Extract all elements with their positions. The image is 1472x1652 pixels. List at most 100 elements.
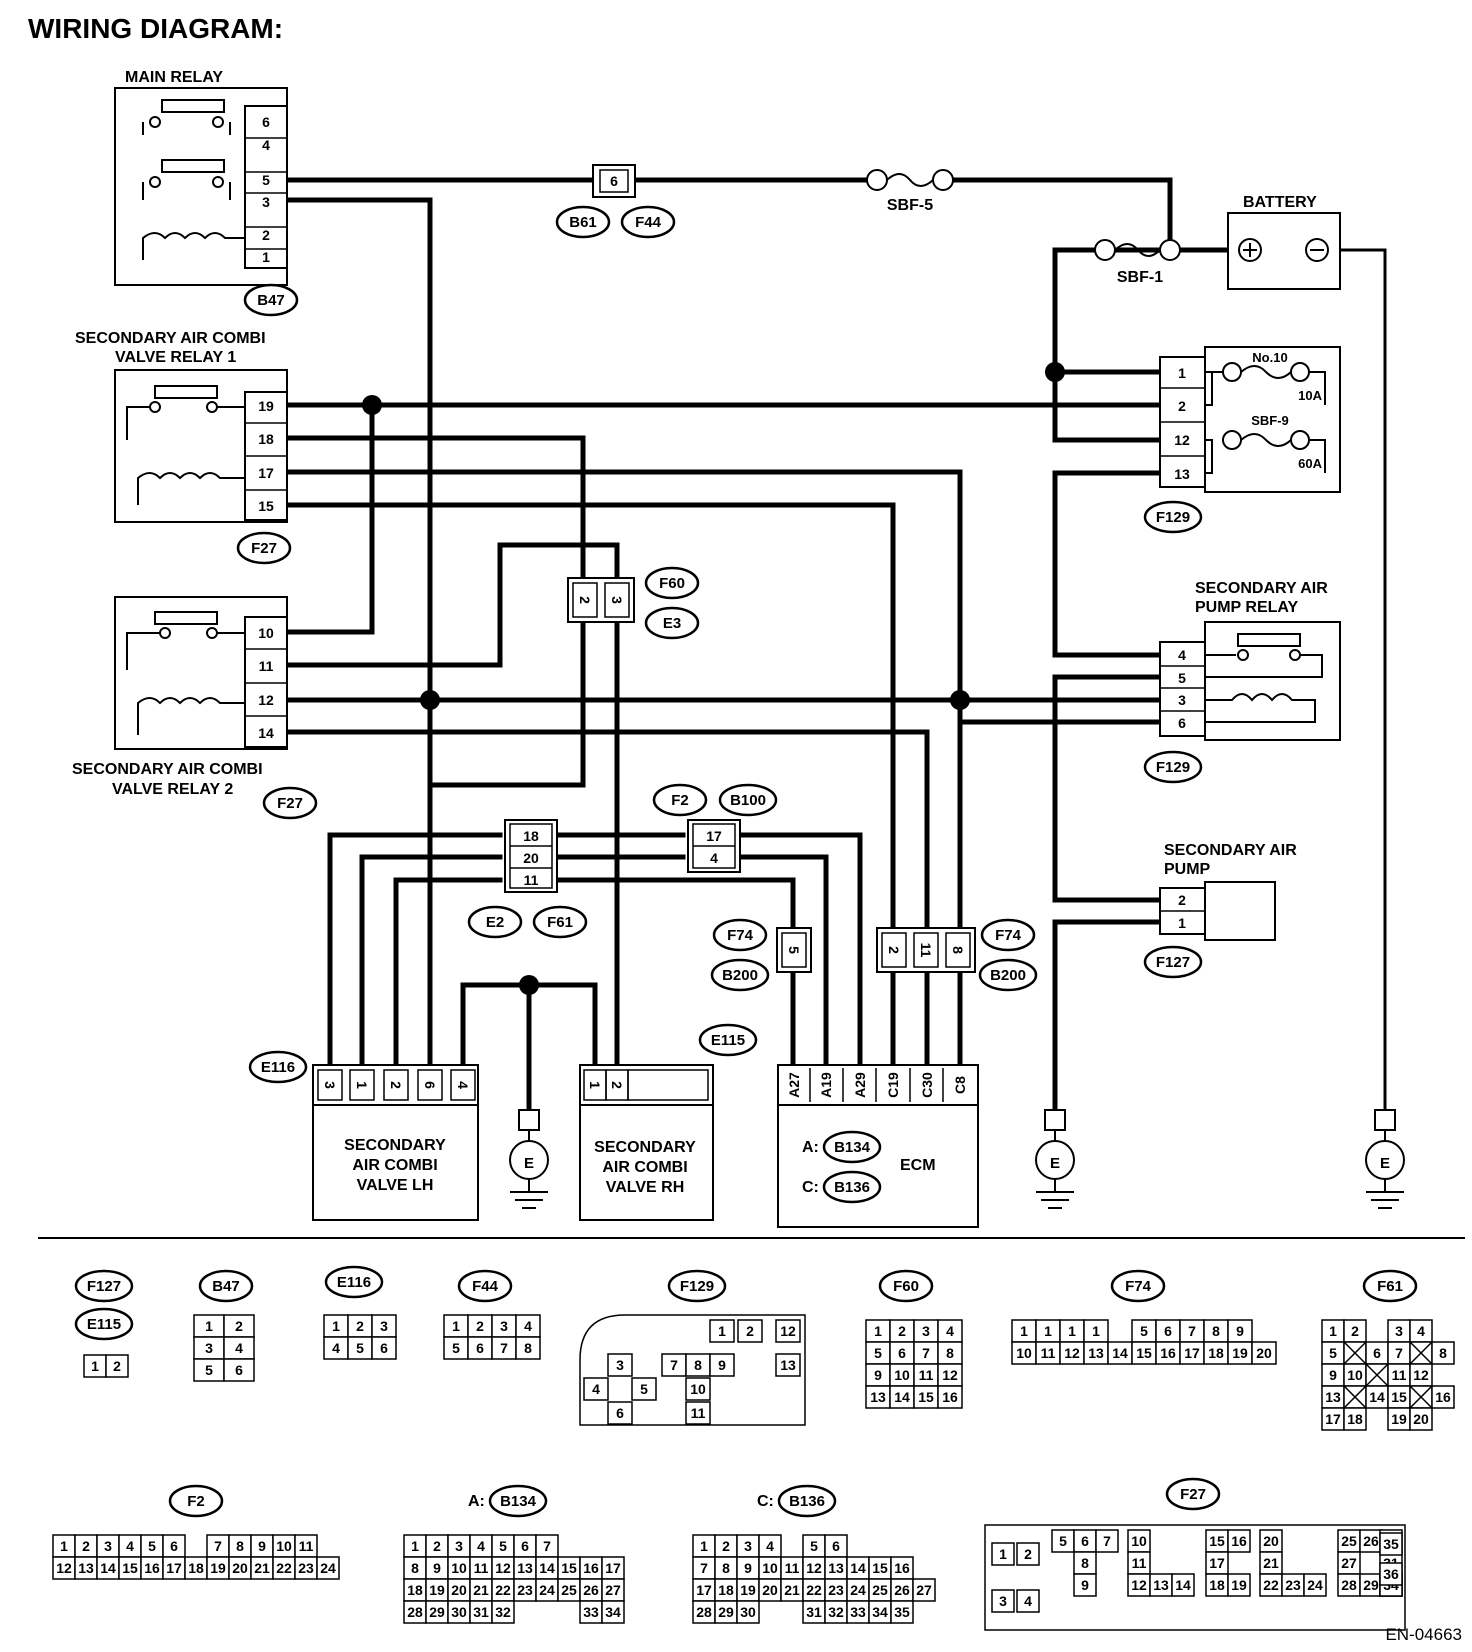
legend-e116-pin: 5 — [356, 1340, 364, 1356]
legend-b136-pin: 9 — [744, 1560, 752, 1576]
valve-rh-label-line2: AIR COMBI — [602, 1159, 687, 1176]
f129-pin: 12 — [1174, 432, 1190, 448]
legend-f27-cell — [1095, 1529, 1119, 1553]
legend-f60-pin: 4 — [946, 1323, 954, 1339]
legend-f2-pin: 3 — [104, 1538, 112, 1554]
valve-rh-label-line1: SECONDARY — [594, 1139, 696, 1156]
legend-f61-pin: 1 — [1329, 1323, 1337, 1339]
legend-f27-pin: 27 — [1341, 1555, 1357, 1571]
legend-b134: B134 — [500, 1493, 537, 1510]
legend-f129-cell — [709, 1319, 735, 1343]
legend-f60-cell — [937, 1385, 963, 1409]
legend-f74-pin: 8 — [1212, 1323, 1220, 1339]
legend-b136-pin: 19 — [740, 1582, 756, 1598]
legend-e116-pin: 3 — [380, 1318, 388, 1334]
legend-f61-pin: 12 — [1413, 1367, 1429, 1383]
legend-f60-pin: 2 — [898, 1323, 906, 1339]
ground-symbols: E E E — [509, 1109, 1405, 1209]
valve-lh-pin: 6 — [422, 1081, 438, 1089]
legend-b134-cell — [601, 1600, 625, 1624]
connector-f129: F129 — [1156, 509, 1190, 526]
legend-f27-pin: 25 — [1341, 1533, 1357, 1549]
legend-f61-pin: 8 — [1439, 1345, 1447, 1361]
pump-relay-pin: 3 — [1178, 692, 1186, 708]
connector-f60: F60 — [659, 575, 685, 592]
legend-f60-pin: 9 — [874, 1367, 882, 1383]
legend-b136-pin: 17 — [696, 1582, 712, 1598]
relay1-pin: 15 — [258, 498, 274, 514]
relay1-pin: 17 — [258, 465, 274, 481]
legend-f27-pin: 14 — [1175, 1577, 1191, 1593]
f74-triple-pin: 8 — [950, 946, 966, 954]
legend-b134-pin: 14 — [539, 1560, 555, 1576]
legend-f61-pin: 5 — [1329, 1345, 1337, 1361]
connector-f127: F127 — [1156, 954, 1190, 971]
legend-b136-pin: 13 — [828, 1560, 844, 1576]
ground-icon: E — [1035, 1109, 1075, 1209]
sbf5-label: SBF-5 — [887, 197, 933, 214]
legend-b134-pin: 25 — [561, 1582, 577, 1598]
legend-b136-pin: 6 — [832, 1538, 840, 1554]
legend-f44-pin: 4 — [524, 1318, 532, 1334]
legend-f27-pin: 8 — [1081, 1555, 1089, 1571]
legend-f61-cell — [1409, 1407, 1433, 1431]
valve-rh-pin: 2 — [609, 1081, 625, 1089]
connector-e2: E2 — [486, 914, 504, 931]
legend-f2-pin: 4 — [126, 1538, 134, 1554]
legend-b134-pin: 9 — [433, 1560, 441, 1576]
legend-f61-cell — [1431, 1385, 1455, 1409]
main-relay-pin: 5 — [262, 172, 270, 188]
main-relay-pin: 1 — [262, 249, 270, 265]
legend-f2-pin: 23 — [298, 1560, 314, 1576]
valve-lh-pin: 4 — [455, 1081, 471, 1089]
valve-lh-pin: 2 — [388, 1081, 404, 1089]
legend-f60-pin: 3 — [922, 1323, 930, 1339]
pump-pin: 1 — [1178, 915, 1186, 931]
junction-dots — [362, 362, 1065, 995]
legend-f27-pin: 20 — [1263, 1533, 1279, 1549]
pump-relay-label-line2: PUMP RELAY — [1195, 599, 1298, 616]
legend-f61-pin: 6 — [1373, 1345, 1381, 1361]
legend-f129-cell — [607, 1353, 633, 1377]
legend-f2: F2 — [187, 1493, 205, 1510]
legend-b47-pin: 5 — [205, 1362, 213, 1378]
legend-f2-pin: 9 — [258, 1538, 266, 1554]
valve-lh-label-line3: VALVE LH — [357, 1177, 434, 1194]
legend-f127-cell — [105, 1354, 129, 1378]
legend-f27-cell — [1073, 1573, 1097, 1597]
legend-e116-cell — [371, 1336, 397, 1360]
legend-b136-pin: 1 — [700, 1538, 708, 1554]
valve-rh-label-line3: VALVE RH — [606, 1179, 685, 1196]
legend-b134-pin: 3 — [455, 1538, 463, 1554]
legend-e116: E116 — [337, 1274, 371, 1291]
legend-b136-pin: 3 — [744, 1538, 752, 1554]
f2-pin: 4 — [710, 850, 718, 866]
pump-relay-pin: 5 — [1178, 670, 1186, 686]
legend-b136-pin: 7 — [700, 1560, 708, 1576]
legend-f61: F61 — [1377, 1278, 1403, 1295]
legend-f27-pin: 29 — [1363, 1577, 1379, 1593]
valve-lh-label-line2: AIR COMBI — [352, 1157, 437, 1174]
e2-pin: 18 — [523, 828, 539, 844]
legend-f27-cell — [1303, 1573, 1327, 1597]
legend-f74-pin: 1 — [1020, 1323, 1028, 1339]
legend-b47-pin: 6 — [235, 1362, 243, 1378]
legend-f129-pin: 5 — [640, 1381, 648, 1397]
connector-b134: B134 — [834, 1139, 871, 1156]
legend-f2-pin: 10 — [276, 1538, 292, 1554]
connector-f2: F2 — [671, 792, 689, 809]
legend-f129-pin: 7 — [670, 1357, 678, 1373]
legend-f74-pin: 11 — [1041, 1345, 1056, 1361]
legend-b134-pin: 7 — [543, 1538, 551, 1554]
legend-f74-pin: 7 — [1188, 1323, 1196, 1339]
legend-b136-pin: 20 — [762, 1582, 778, 1598]
legend-f44-pin: 2 — [476, 1318, 484, 1334]
legend-f27-pin: 4 — [1024, 1593, 1032, 1609]
connector-e2-f61: 18 20 11 E2 F61 — [467, 819, 588, 939]
legend-b134-pin: 31 — [473, 1604, 489, 1620]
legend-b136-pin: 35 — [894, 1604, 910, 1620]
legend-b47: B47 — [212, 1278, 240, 1295]
pump-relay: SECONDARY AIR PUMP RELAY 4 5 3 6 F129 — [1143, 580, 1341, 784]
relay2-pin: 11 — [259, 658, 274, 674]
legend-f27-cell — [1227, 1529, 1251, 1553]
